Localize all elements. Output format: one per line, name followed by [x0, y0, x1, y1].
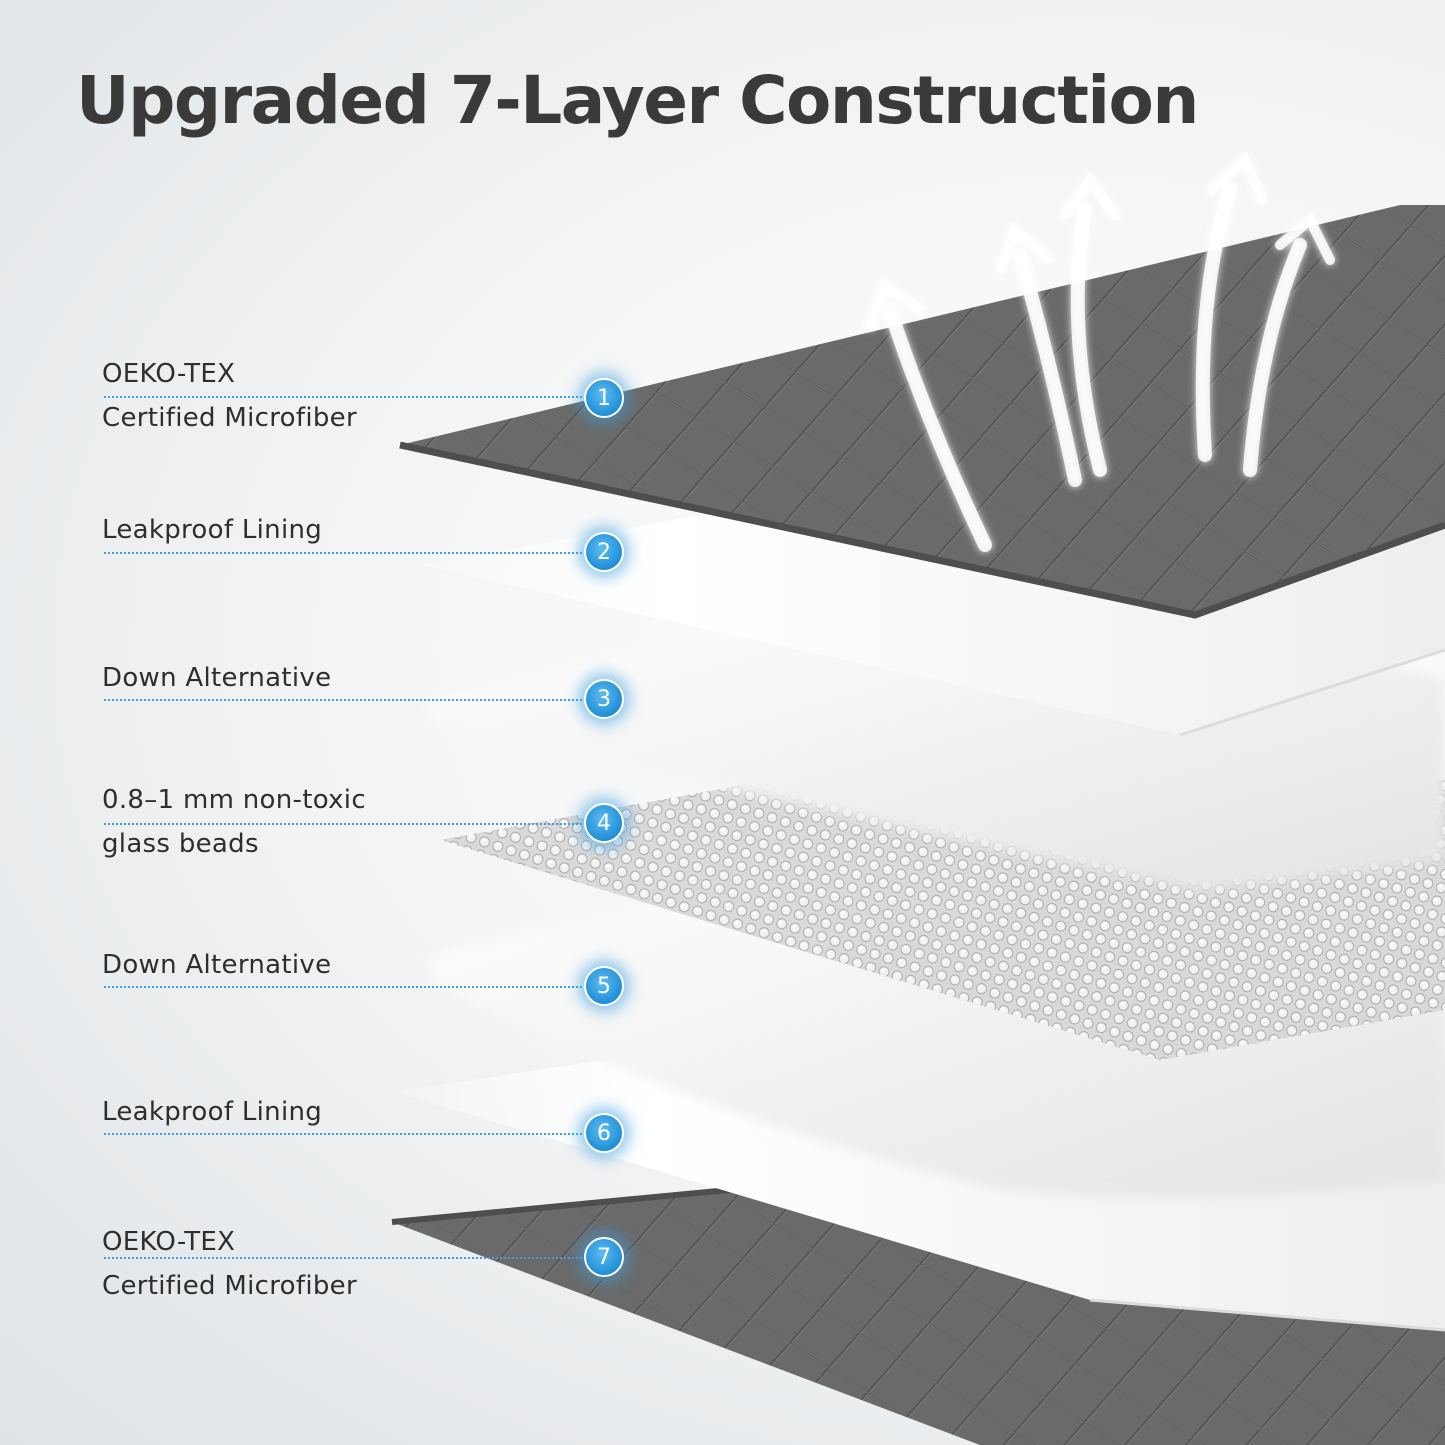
layer-1-badge: 1 — [584, 378, 624, 418]
layer-4-label-line1: 0.8–1 mm non-toxic — [102, 785, 366, 815]
layer-7-badge: 7 — [584, 1237, 624, 1277]
layer-2-leader — [104, 552, 582, 554]
layer-6-badge: 6 — [584, 1113, 624, 1153]
layer-4-label-line2: glass beads — [102, 829, 259, 859]
layer-5-badge: 5 — [584, 966, 624, 1006]
layer-4-leader — [104, 823, 582, 825]
layer-1-label-line2: Certified Microfiber — [102, 403, 357, 433]
layer-3-badge: 3 — [584, 679, 624, 719]
layer-6-label-line1: Leakproof Lining — [102, 1097, 323, 1127]
page-title: Upgraded 7-Layer Construction — [76, 62, 1199, 139]
layer-7-leader — [104, 1257, 582, 1259]
layer-1-label-line1: OEKO-TEX — [102, 359, 236, 389]
layer-2-label-line1: Leakproof Lining — [102, 515, 323, 545]
layer-3-leader — [104, 699, 582, 701]
layer-5-label-line1: Down Alternative — [102, 950, 332, 980]
layer-7-label-line1: OEKO-TEX — [102, 1227, 236, 1257]
layer-2-badge: 2 — [584, 532, 624, 572]
layer-4-badge: 4 — [584, 803, 624, 843]
layer-5-leader — [104, 986, 582, 988]
layer-1-leader — [104, 396, 582, 398]
airflow-arrow-icon — [865, 151, 1335, 552]
layer-3-label-line1: Down Alternative — [102, 663, 332, 693]
layer-7-label-line2: Certified Microfiber — [102, 1271, 357, 1301]
layer-6-leader — [104, 1133, 582, 1135]
